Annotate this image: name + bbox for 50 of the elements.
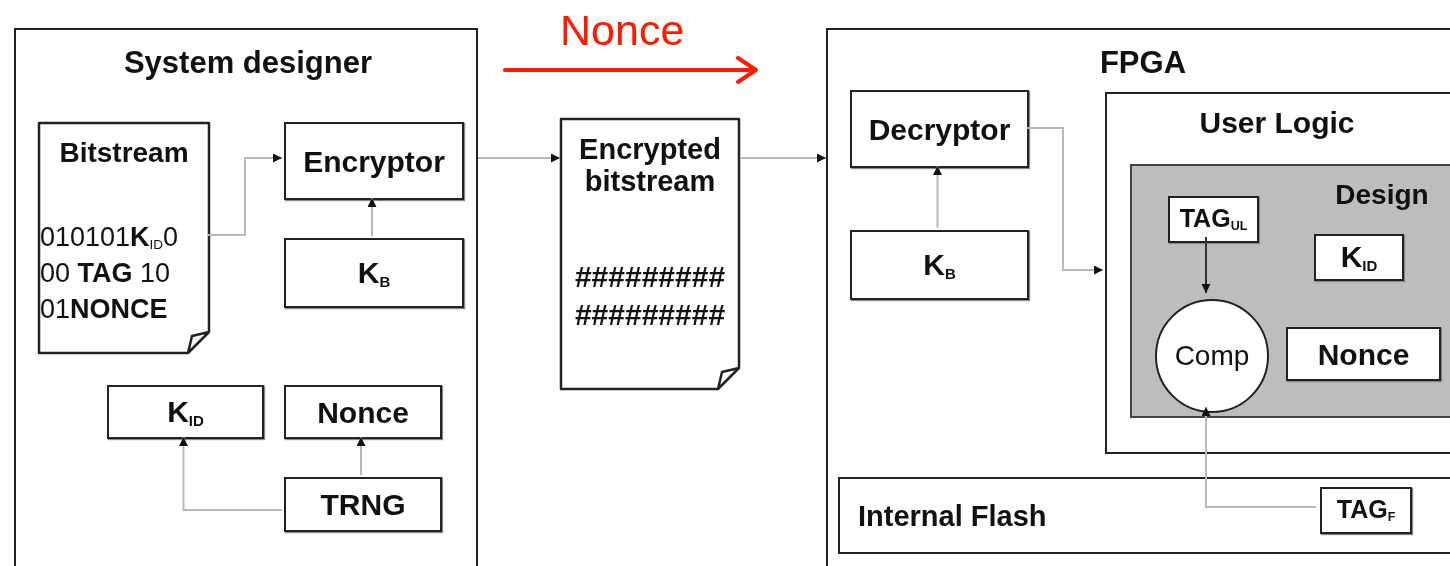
- node-label: Comp: [1174, 340, 1250, 372]
- panel-title: Design: [1334, 180, 1430, 211]
- panel-title: User Logic: [1198, 106, 1356, 139]
- process-box: [1168, 196, 1259, 243]
- panel-box: [838, 477, 1450, 554]
- arrow: [207, 153, 283, 236]
- arrow: [477, 153, 561, 163]
- document-shape: [560, 118, 740, 390]
- document-body-text: ######### #########: [573, 259, 727, 333]
- arrow: [367, 197, 377, 237]
- panel-box: [14, 28, 478, 566]
- document-shape: [38, 122, 210, 354]
- node-label: Nonce: [1317, 337, 1410, 371]
- arrow: [739, 153, 827, 163]
- arrow: [356, 436, 366, 476]
- process-box: [284, 122, 464, 200]
- process-box: [284, 238, 464, 308]
- arrow: [1026, 127, 1104, 275]
- arrow: [179, 436, 283, 511]
- arrow: [933, 165, 942, 229]
- arrow: [1201, 236, 1211, 294]
- node-label: Encryptor: [303, 144, 445, 178]
- node-label: K$_{B}$: [923, 247, 956, 283]
- node-label: K$_{ID}$: [167, 394, 204, 430]
- document-body-text: 010101K$_{ID}$0 00 TAG 10 01NONCE: [40, 221, 180, 326]
- arrow: [1201, 406, 1317, 508]
- node-label: TAG$_{UL}$: [1179, 205, 1248, 234]
- node-label: Nonce: [317, 395, 409, 429]
- arrow-label: Nonce: [560, 6, 685, 55]
- panel-title: System designer: [122, 46, 374, 81]
- node-label: Decryptor: [868, 112, 1011, 146]
- process-box: [1314, 234, 1404, 281]
- process-box: [850, 90, 1029, 168]
- process-box: [1286, 327, 1441, 381]
- node-label: K$_{B}$: [357, 255, 391, 291]
- panel-box: [826, 28, 1450, 566]
- process-box: [107, 385, 264, 439]
- document-title: Bitstream: [58, 138, 190, 169]
- process-box: [850, 230, 1029, 300]
- process-box: [284, 385, 442, 439]
- panel-title: Internal Flash: [858, 501, 1048, 533]
- node-label: K$_{ID}$: [1340, 240, 1378, 275]
- document-title: Encrypted bitstream: [578, 134, 722, 198]
- panel-box: [1130, 164, 1450, 418]
- panel-title: FPGA: [1098, 46, 1188, 81]
- node-label: TAG$_{F}$: [1336, 496, 1396, 525]
- process-box: [284, 477, 442, 532]
- process-box: [1320, 487, 1412, 534]
- node-label: TRNG: [320, 488, 406, 521]
- panel-box: [1105, 92, 1450, 454]
